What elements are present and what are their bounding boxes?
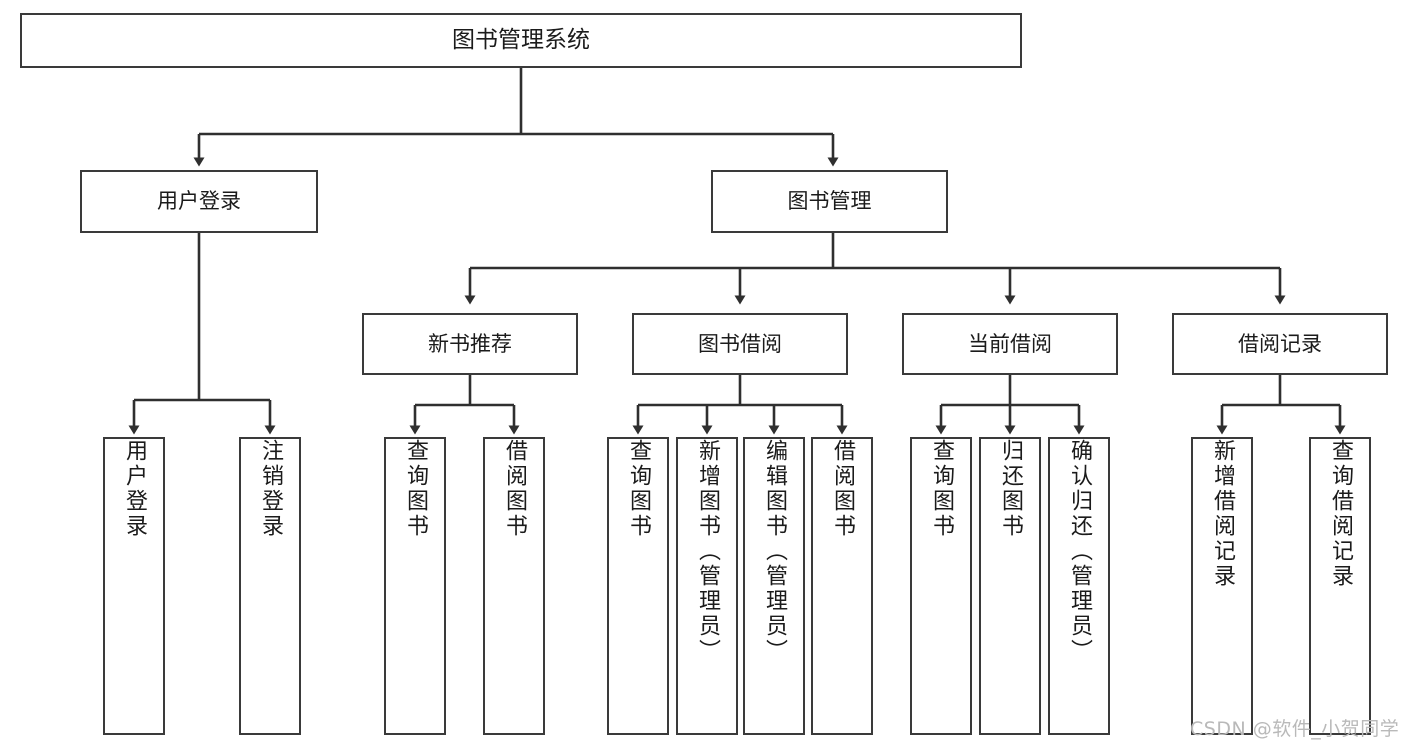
node-borrow-record[interactable]: 借阅记录 bbox=[1172, 313, 1388, 375]
node-label: 查询图书 bbox=[929, 439, 954, 539]
node-label: 用户登录 bbox=[157, 189, 241, 214]
leaf-logout[interactable]: 注销登录 bbox=[239, 437, 301, 735]
node-label: 确认归还（管理员） bbox=[1067, 439, 1092, 664]
node-label: 借阅图书 bbox=[502, 439, 527, 539]
node-label: 注销登录 bbox=[258, 439, 283, 539]
node-label: 用户登录 bbox=[122, 439, 147, 539]
node-label: 查询图书 bbox=[626, 439, 651, 539]
node-label: 查询借阅记录 bbox=[1328, 439, 1353, 589]
node-current-borrow[interactable]: 当前借阅 bbox=[902, 313, 1118, 375]
node-label: 编辑图书（管理员） bbox=[762, 439, 787, 664]
node-label: 新增图书（管理员） bbox=[695, 439, 720, 664]
node-label: 查询图书 bbox=[403, 439, 428, 539]
leaf-newbook-query-book[interactable]: 查询图书 bbox=[384, 437, 446, 735]
node-new-book-recommend[interactable]: 新书推荐 bbox=[362, 313, 578, 375]
node-root-system[interactable]: 图书管理系统 bbox=[20, 13, 1022, 68]
leaf-borrowrecord-add-record[interactable]: 新增借阅记录 bbox=[1191, 437, 1253, 735]
leaf-newbook-borrow-book[interactable]: 借阅图书 bbox=[483, 437, 545, 735]
leaf-borrowrecord-query-record[interactable]: 查询借阅记录 bbox=[1309, 437, 1371, 735]
watermark: CSDN @软件_小贺同学 bbox=[1190, 718, 1400, 740]
leaf-currentborrow-confirm-return-admin[interactable]: 确认归还（管理员） bbox=[1048, 437, 1110, 735]
node-label: 图书管理系统 bbox=[452, 27, 590, 54]
leaf-bookborrow-edit-book-admin[interactable]: 编辑图书（管理员） bbox=[743, 437, 805, 735]
node-label: 图书借阅 bbox=[698, 331, 782, 356]
node-label: 当前借阅 bbox=[968, 331, 1052, 356]
node-label: 借阅记录 bbox=[1238, 331, 1322, 356]
leaf-currentborrow-query-book[interactable]: 查询图书 bbox=[910, 437, 972, 735]
node-label: 借阅图书 bbox=[830, 439, 855, 539]
node-label: 归还图书 bbox=[998, 439, 1023, 539]
node-user-login[interactable]: 用户登录 bbox=[80, 170, 318, 233]
node-book-borrow[interactable]: 图书借阅 bbox=[632, 313, 848, 375]
node-book-management[interactable]: 图书管理 bbox=[711, 170, 948, 233]
leaf-bookborrow-query-book[interactable]: 查询图书 bbox=[607, 437, 669, 735]
node-label: 图书管理 bbox=[787, 189, 872, 214]
node-label: 新书推荐 bbox=[428, 331, 512, 356]
leaf-currentborrow-return-book[interactable]: 归还图书 bbox=[979, 437, 1041, 735]
leaf-bookborrow-add-book-admin[interactable]: 新增图书（管理员） bbox=[676, 437, 738, 735]
node-label: 新增借阅记录 bbox=[1210, 439, 1235, 589]
leaf-user-login[interactable]: 用户登录 bbox=[103, 437, 165, 735]
leaf-bookborrow-borrow-book[interactable]: 借阅图书 bbox=[811, 437, 873, 735]
